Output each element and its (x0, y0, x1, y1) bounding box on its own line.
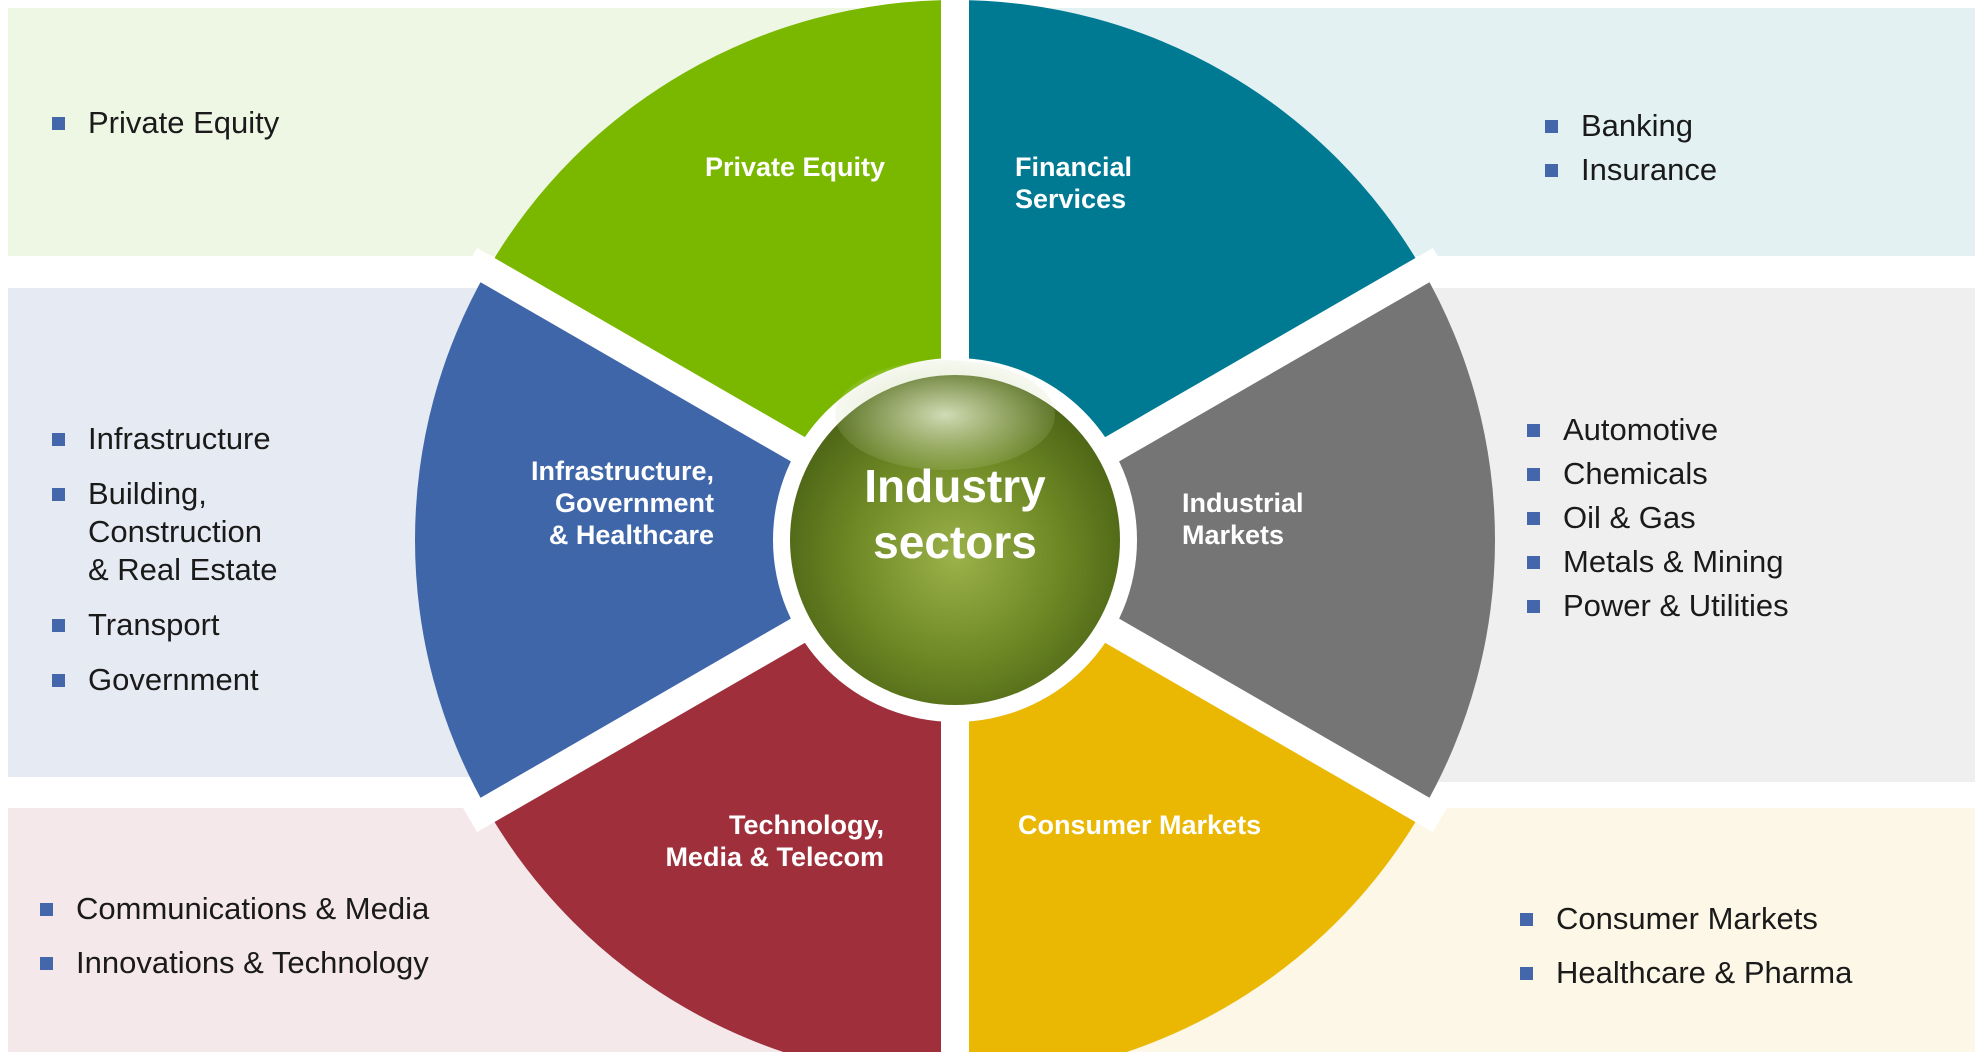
segment-label-im: Markets (1182, 520, 1284, 550)
list-item-label: Power & Utilities (1563, 588, 1789, 623)
list-item-label: Building, Construction & Real Estate (88, 476, 278, 587)
list-item: Government (52, 661, 278, 699)
bullet-square-icon (1545, 164, 1558, 177)
segment-label-igh: & Healthcare (549, 520, 714, 550)
list-item: Communications & Media (40, 890, 429, 928)
list-item: Automotive (1527, 411, 1789, 449)
bullet-square-icon (1527, 424, 1540, 437)
list-item-label: Metals & Mining (1563, 544, 1784, 579)
list-private-equity: Private Equity (52, 104, 279, 142)
segment-label-fs: Financial (1015, 152, 1132, 182)
center-label-line2: sectors (873, 516, 1037, 568)
list-item-label: Automotive (1563, 412, 1719, 447)
bullet-square-icon (1527, 600, 1540, 613)
list-item: Innovations & Technology (40, 944, 429, 982)
list-item-label: Innovations & Technology (76, 945, 429, 980)
bullet-square-icon (52, 433, 65, 446)
list-item: Power & Utilities (1527, 587, 1789, 625)
segment-label-im: Industrial (1182, 488, 1304, 518)
list-item: Metals & Mining (1527, 543, 1789, 581)
list-item-label: Transport (88, 607, 220, 642)
list-item-label: Consumer Markets (1556, 901, 1818, 936)
segment-label-cm: Consumer Markets (1018, 810, 1261, 840)
orb-highlight (835, 360, 1055, 470)
bullet-square-icon (1520, 967, 1533, 980)
segment-tmt (487, 627, 955, 1052)
segment-label-pe: Private Equity (705, 152, 885, 182)
segment-label-tmt: Technology, (729, 810, 884, 840)
list-item-label: Oil & Gas (1563, 500, 1696, 535)
list-item-label: Infrastructure (88, 421, 271, 456)
bullet-square-icon (52, 674, 65, 687)
bullet-square-icon (1520, 913, 1533, 926)
segment-fs (955, 0, 1423, 453)
list-item: Building, Construction & Real Estate (52, 475, 278, 589)
segment-pe (487, 0, 955, 453)
segment-label-igh: Government (555, 488, 714, 518)
bullet-square-icon (1527, 468, 1540, 481)
segment-label-fs: Services (1015, 184, 1126, 214)
list-item-label: Communications & Media (76, 891, 430, 926)
list-item: Private Equity (52, 104, 279, 142)
list-item-label: Banking (1581, 108, 1694, 143)
list-item-label: Government (88, 662, 259, 697)
center-label-line1: Industry (864, 460, 1046, 512)
list-item: Oil & Gas (1527, 499, 1789, 537)
list-item-label: Private Equity (88, 105, 280, 140)
segment-label-tmt: Media & Telecom (665, 842, 884, 872)
list-item: Healthcare & Pharma (1520, 954, 1852, 992)
segment-label-igh: Infrastructure, (531, 456, 714, 486)
bullet-square-icon (1527, 556, 1540, 569)
center-orb (790, 375, 1120, 705)
bullet-square-icon (1545, 120, 1558, 133)
bullet-square-icon (52, 117, 65, 130)
bullet-square-icon (52, 619, 65, 632)
list-item: Chemicals (1527, 455, 1789, 493)
list-item-label: Insurance (1581, 152, 1718, 187)
list-item-label: Healthcare & Pharma (1556, 955, 1853, 990)
bullet-square-icon (52, 488, 65, 501)
list-item: Banking (1545, 107, 1717, 145)
list-item: Consumer Markets (1520, 900, 1852, 938)
list-item: Infrastructure (52, 420, 278, 458)
bullet-square-icon (1527, 512, 1540, 525)
list-item-label: Chemicals (1563, 456, 1708, 491)
list-item: Transport (52, 606, 278, 644)
bullet-square-icon (40, 903, 53, 916)
segment-cm (955, 627, 1423, 1052)
bullet-square-icon (40, 957, 53, 970)
list-item: Insurance (1545, 151, 1717, 189)
